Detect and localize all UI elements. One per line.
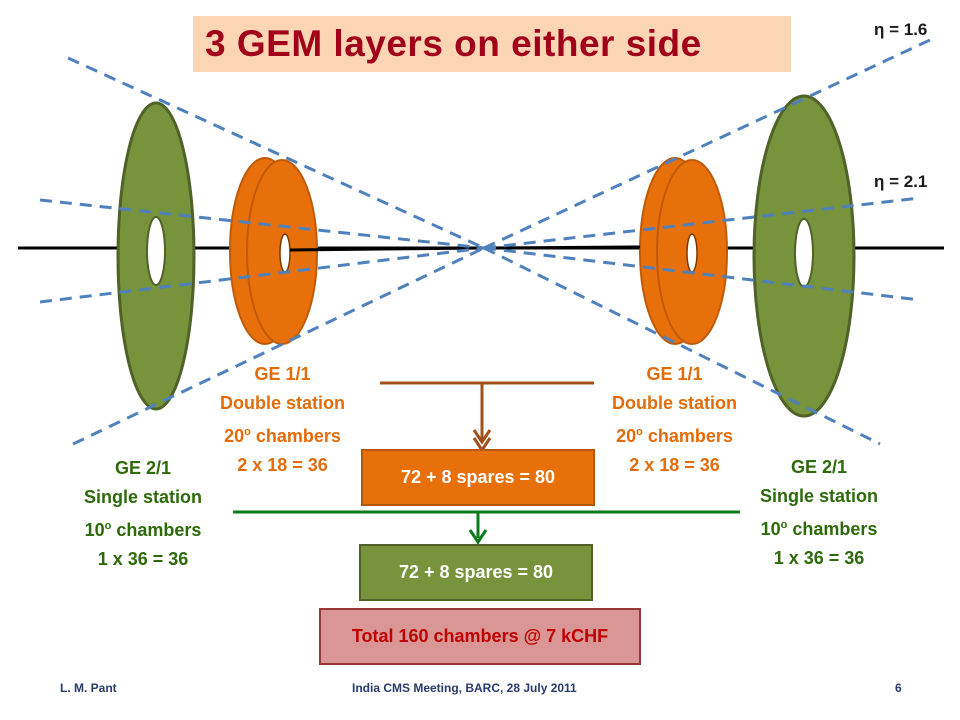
ge11-right-label: GE 1/1 Double station 20o chambers 2 x 1… (612, 364, 737, 475)
eta-outer-label: η = 1.6 (874, 20, 928, 39)
ge11-left-label: GE 1/1 Double station 20o chambers 2 x 1… (220, 364, 345, 475)
eta-inner-label: η = 2.1 (874, 172, 928, 191)
footer-event: India CMS Meeting, BARC, 28 July 2011 (352, 681, 577, 695)
footer-author: L. M. Pant (60, 681, 117, 695)
ge21-left-label: GE 2/1 Single station 10o chambers 1 x 3… (83, 458, 202, 569)
ge11-connector (380, 381, 594, 453)
footer-page-number: 6 (895, 681, 902, 695)
ge21-total-box: 72 + 8 spares = 80 (359, 544, 593, 601)
grand-total-box: Total 160 chambers @ 7 kCHF (319, 608, 641, 665)
eta-lines (39, 38, 931, 446)
ge21-right-disk (752, 94, 856, 418)
ge11-right-disk (639, 157, 728, 345)
ge21-connector (233, 510, 740, 545)
ge11-total-box: 72 + 8 spares = 80 (361, 449, 595, 506)
ge21-left-disk (116, 101, 196, 411)
page-title: 3 GEM layers on either side (193, 16, 791, 72)
ge21-right-label: GE 2/1 Single station 10o chambers 1 x 3… (759, 457, 878, 568)
